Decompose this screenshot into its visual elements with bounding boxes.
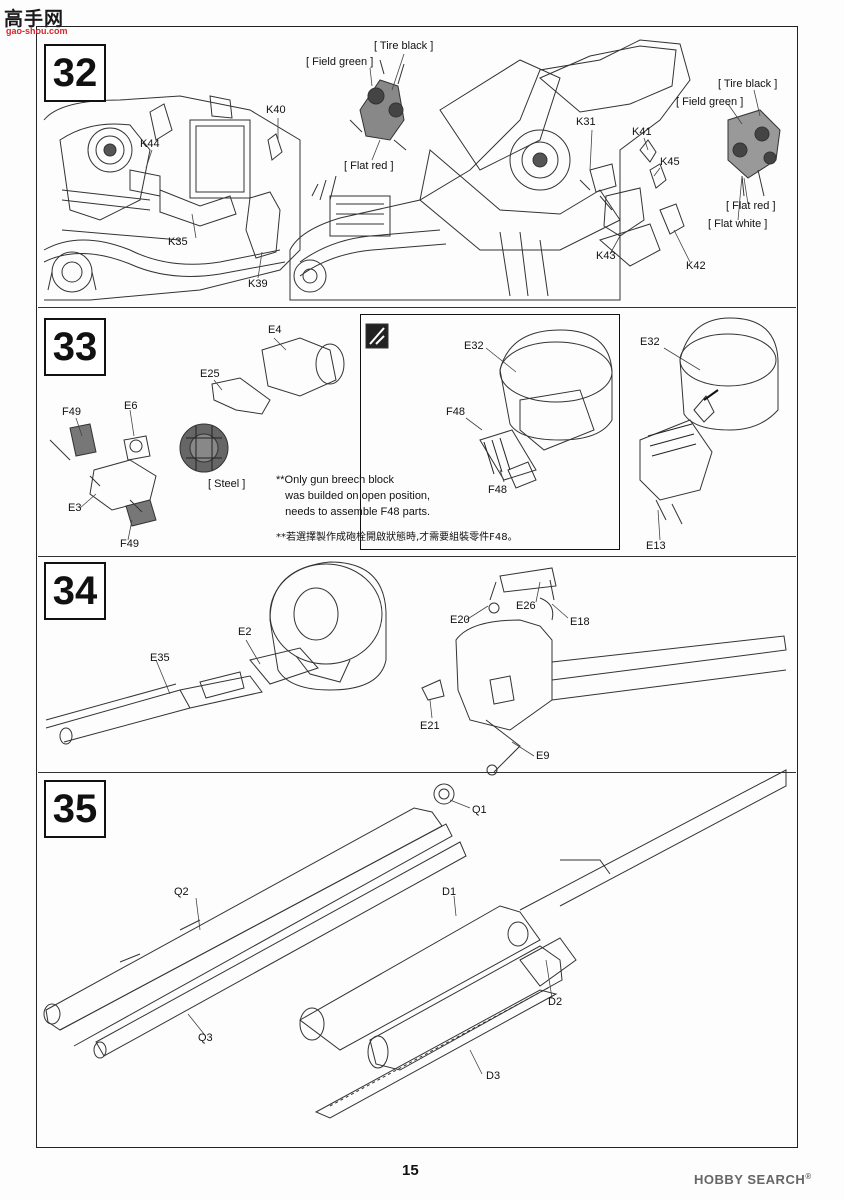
- step33-breech-right: [366, 318, 778, 524]
- step33-breech-left: [50, 338, 344, 526]
- part-label: E3: [68, 502, 82, 514]
- paint-callout: [ Tire black ]: [374, 40, 434, 52]
- option-note-box: [360, 314, 620, 550]
- part-label: K39: [248, 278, 268, 290]
- part-label: E21: [420, 720, 440, 732]
- hobby-search-watermark: HOBBY SEARCH®: [694, 1172, 812, 1187]
- option-note-chinese: **若選擇製作成砲栓開啟狀態時,才需要組裝零件F48。: [276, 532, 518, 543]
- part-label: K31: [576, 116, 596, 128]
- part-label: K35: [168, 236, 188, 248]
- step35-cradle-left: [44, 784, 466, 1058]
- step34-barrel-right: [422, 568, 786, 775]
- part-label: E9: [536, 750, 550, 762]
- note-line: **Only gun breech block: [276, 474, 395, 486]
- part-label: Q1: [472, 804, 487, 816]
- step-number: 33: [44, 318, 106, 376]
- part-label: E13: [646, 540, 666, 552]
- part-label: K44: [140, 138, 160, 150]
- part-label: E35: [150, 652, 170, 664]
- step-number: 34: [44, 562, 106, 620]
- part-label: K45: [660, 156, 680, 168]
- part-label: E4: [268, 324, 282, 336]
- paint-callout: [ Tire black ]: [718, 78, 778, 90]
- paint-callout: [ Flat red ]: [344, 160, 394, 172]
- part-label: K41: [632, 126, 652, 138]
- part-label: D3: [486, 1070, 501, 1082]
- part-label: K42: [686, 260, 706, 272]
- part-label: Q2: [174, 886, 189, 898]
- watermark-brand: HOBBY SEARCH: [694, 1172, 806, 1187]
- part-label: F48: [446, 406, 465, 418]
- watermark-url: gao-shou.com: [6, 26, 68, 36]
- part-label: E18: [570, 616, 590, 628]
- part-label: D1: [442, 886, 457, 898]
- registered-mark: ®: [805, 1172, 812, 1181]
- part-label: F49: [62, 406, 81, 418]
- step-number: 35: [44, 780, 106, 838]
- part-label: E2: [238, 626, 252, 638]
- section-divider: [38, 556, 796, 557]
- part-label: E26: [516, 600, 536, 612]
- part-label: F48: [488, 484, 507, 496]
- leader-lines: [76, 54, 760, 1074]
- step32-left-assembly: [44, 96, 300, 300]
- page-number: 15: [402, 1162, 419, 1179]
- section-divider: [38, 307, 796, 308]
- part-label: E20: [450, 614, 470, 626]
- part-label: E6: [124, 400, 138, 412]
- part-label: K43: [596, 250, 616, 262]
- paint-callout: [ Flat red ]: [726, 200, 776, 212]
- part-label: E25: [200, 368, 220, 380]
- watermark-text: 高手网: [4, 9, 65, 30]
- site-watermark: 高手网 gao-shou.com: [4, 4, 80, 38]
- note-line: needs to assemble F48 parts.: [276, 506, 431, 518]
- paint-callout: [ Flat white ]: [708, 218, 768, 230]
- paint-callout: [ Field green ]: [676, 96, 744, 108]
- step35-barrel-right: [300, 770, 786, 1118]
- paint-callout: [ Steel ]: [208, 478, 246, 490]
- part-label: Q3: [198, 1032, 213, 1044]
- section-divider: [38, 772, 796, 773]
- step34-barrel-left: [46, 562, 386, 744]
- step32-right-assembly: [290, 40, 780, 300]
- option-note-text: **Only gun breech block was builded on o…: [276, 472, 430, 520]
- part-label: D2: [548, 996, 563, 1008]
- step-number: 32: [44, 44, 106, 102]
- part-label: K40: [266, 104, 286, 116]
- part-label: E32: [464, 340, 484, 352]
- note-line: was builded on open position,: [276, 490, 431, 502]
- page-frame: [36, 26, 798, 1148]
- part-label: E32: [640, 336, 660, 348]
- paint-callout: [ Field green ]: [306, 56, 374, 68]
- part-label: F49: [120, 538, 139, 550]
